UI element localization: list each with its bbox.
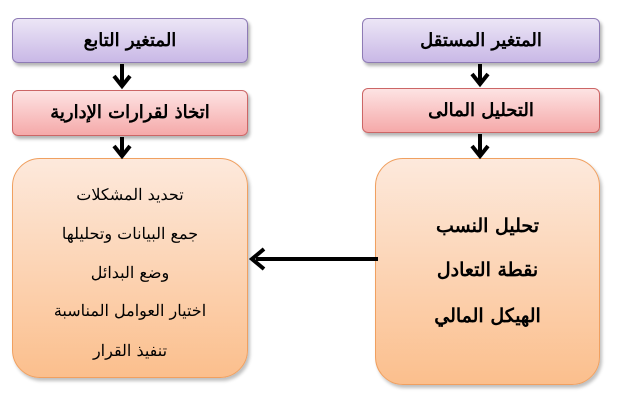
decision-making-box: اتخاذ لقرارات الإدارية	[12, 90, 248, 136]
analysis-tool: نقطة التعادل	[436, 259, 539, 281]
analysis-tool: الهيكل المالي	[434, 305, 541, 327]
dependent-variable-box: المتغير التابع	[12, 18, 248, 63]
decision-step: تنفيذ القرار	[92, 341, 168, 360]
financial-analysis-box: التحليل المالى	[362, 88, 600, 133]
independent-variable-box: المتغير المستقل	[362, 18, 600, 63]
analysis-tools-box: تحليل النسب نقطة التعادل الهيكل المالي	[375, 158, 600, 385]
decision-step: وضع البدائل	[90, 263, 170, 282]
analysis-tool: تحليل النسب	[436, 215, 539, 237]
decision-step: اختيار العوامل المناسبة	[53, 301, 207, 320]
decision-steps-box: تحديد المشكلات جمع البيانات وتحليلها وضع…	[12, 158, 248, 378]
decision-step: جمع البيانات وتحليلها	[61, 224, 199, 243]
decision-step: تحديد المشكلات	[76, 185, 184, 204]
